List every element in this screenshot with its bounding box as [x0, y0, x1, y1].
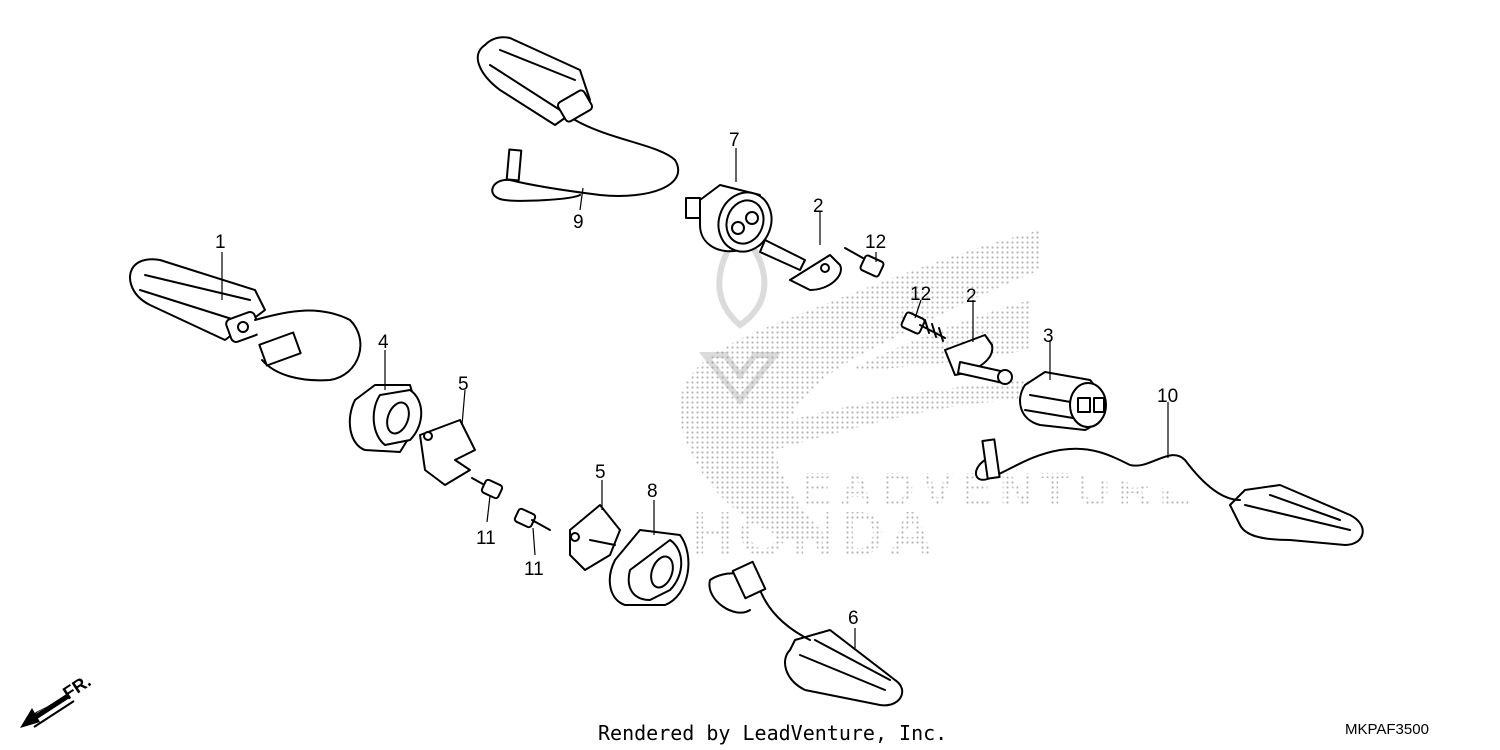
turn-signal-10 [975, 438, 1364, 546]
callout-4: 4 [378, 332, 389, 353]
leadventure-logo-icon [698, 225, 782, 405]
callout-12-lower: 12 [910, 284, 931, 305]
callout-11-left: 11 [476, 528, 496, 549]
front-direction-indicator: FR. [20, 671, 95, 728]
callout-5-left: 5 [458, 374, 469, 395]
callout-6: 6 [848, 608, 859, 629]
bracket-2-lower [944, 334, 1013, 385]
callout-2-lower: 2 [966, 286, 977, 307]
plate-5-left [419, 419, 476, 486]
screw-11-left [471, 477, 504, 500]
bracket-2-upper [759, 239, 842, 291]
watermark: LEADVENTURE HONDA [679, 225, 1190, 569]
footer-credit: Rendered by LeadVenture, Inc. [598, 721, 947, 745]
callout-1: 1 [215, 232, 226, 253]
socket-8 [608, 529, 690, 606]
callout-11-right: 11 [524, 559, 544, 580]
plate-5-right [569, 504, 621, 571]
socket-4 [348, 384, 423, 453]
arrow-down-left-icon [20, 693, 75, 728]
callout-2-upper: 2 [813, 196, 824, 217]
callout-12-upper: 12 [865, 232, 886, 253]
callout-10: 10 [1157, 386, 1178, 407]
bolt-12-lower [900, 311, 946, 342]
callout-8: 8 [647, 481, 658, 502]
leader-lines [221, 148, 1169, 648]
callout-3: 3 [1043, 326, 1054, 347]
turn-signal-6 [708, 560, 904, 707]
socket-7 [685, 184, 773, 253]
callout-labels: 1 2 2 3 4 5 5 6 7 8 9 10 11 11 12 12 [215, 130, 1178, 629]
turn-signal-9 [476, 36, 680, 202]
screw-11-right [513, 507, 551, 531]
callout-5-right: 5 [595, 462, 606, 483]
callout-7: 7 [729, 130, 740, 151]
callout-9: 9 [573, 212, 584, 233]
turn-signal-1 [129, 258, 362, 382]
socket-3 [1019, 371, 1107, 431]
watermark-honda: HONDA [690, 500, 937, 569]
bolt-12-upper [844, 247, 885, 278]
diagram-code: MKPAF3500 [1345, 721, 1429, 738]
